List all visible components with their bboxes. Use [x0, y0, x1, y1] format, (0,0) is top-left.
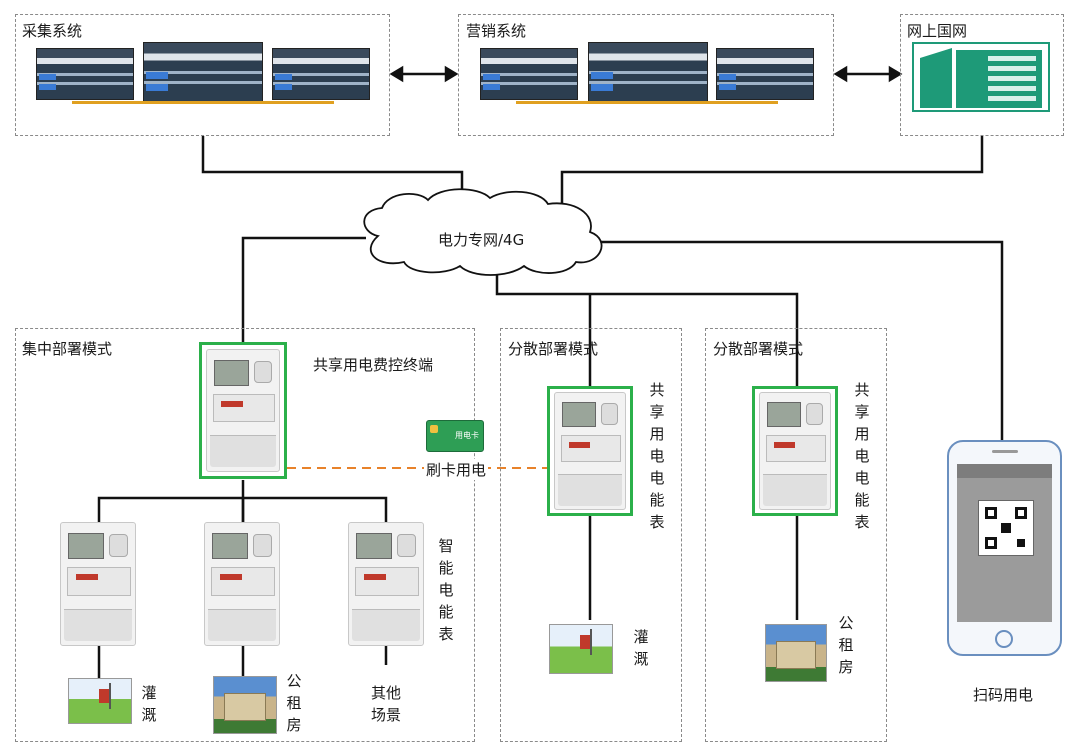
network-cloud-icon — [363, 188, 603, 276]
power-card-icon: 用电卡 — [426, 420, 484, 452]
online-grid-title: 网上国网 — [907, 22, 968, 40]
centralized-mode-box — [15, 328, 475, 742]
smart-meter-2 — [204, 522, 280, 646]
irrigation-photo — [68, 678, 132, 724]
collection-system-title: 采集系统 — [22, 22, 83, 40]
distributed-mode-title-1: 分散部署模式 — [508, 340, 599, 358]
server-icon — [588, 42, 708, 102]
distributed-mode-box-2 — [705, 328, 887, 742]
arrow-head — [833, 65, 848, 83]
arrow-head — [389, 65, 404, 83]
distributed-mode-box-1 — [500, 328, 682, 742]
line-cloud-to-centralized — [241, 236, 366, 342]
arrow-head — [444, 65, 459, 83]
centralized-mode-title: 集中部署模式 — [22, 340, 113, 358]
line-cloud-to-distributed — [495, 266, 799, 388]
shared-meter-1 — [547, 386, 633, 516]
server-icon — [272, 48, 370, 100]
smartphone-icon — [947, 440, 1062, 656]
smart-meter-1 — [60, 522, 136, 646]
distributed-mode-title-2: 分散部署模式 — [713, 340, 804, 358]
arrow-head — [888, 65, 903, 83]
dist1-scene-label: 灌溉 — [633, 628, 649, 668]
irrigation-photo — [549, 624, 613, 674]
server-icon — [480, 48, 578, 100]
card-label: 刷卡用电 — [424, 459, 489, 480]
terminal-label: 共享用电费控终端 — [313, 356, 434, 374]
scan-label: 扫码用电 — [973, 686, 1034, 704]
network-label: 电力专网/4G — [438, 231, 525, 249]
server-icon — [143, 42, 263, 102]
qr-code-icon — [978, 500, 1034, 556]
fee-control-terminal — [199, 342, 287, 479]
server-icon — [36, 48, 134, 100]
smart-meter-label: 智能电能表 — [438, 537, 454, 643]
public-housing-photo — [765, 624, 827, 682]
online-grid-building-icon — [912, 42, 1050, 112]
dist2-scene-label: 公租房 — [838, 614, 854, 676]
scene-irrigation-label: 灌溉 — [141, 684, 157, 724]
shared-meter-2 — [752, 386, 838, 516]
public-housing-photo — [213, 676, 277, 734]
marketing-system-title: 营销系统 — [466, 22, 527, 40]
marketing-system-box — [458, 14, 834, 136]
line-cloud-to-phone — [596, 240, 1004, 440]
scene-housing-label: 公租房 — [286, 672, 302, 734]
server-bus-line — [516, 101, 778, 104]
shared-meter-label-2: 共享用电电能表 — [854, 381, 870, 531]
online-grid-box — [900, 14, 1064, 136]
collection-system-box — [15, 14, 390, 136]
shared-meter-label-1: 共享用电电能表 — [649, 381, 665, 531]
server-bus-line — [72, 101, 334, 104]
line-online-to-cloud — [560, 136, 984, 207]
server-icon — [716, 48, 814, 100]
scene-other-label: 其他场景 — [371, 684, 402, 724]
smart-meter-3 — [348, 522, 424, 646]
